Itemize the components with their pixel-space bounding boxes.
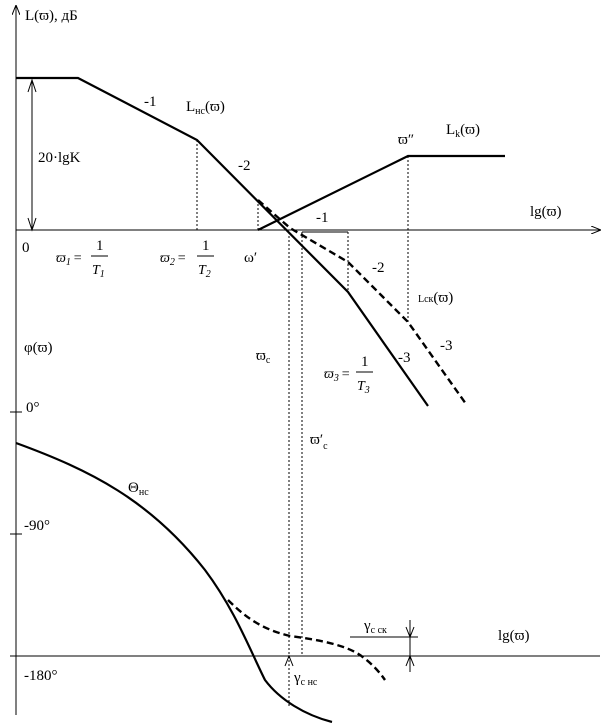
svg-text:T3: T3 (357, 379, 370, 396)
w-prime-label: ω′ (244, 250, 257, 266)
svg-text:1: 1 (202, 238, 210, 254)
lck-label: Lск(ϖ) (418, 290, 453, 306)
phase-tick-180-label: -180° (24, 668, 58, 684)
magnitude-x-label: lg(ϖ) (530, 204, 562, 220)
slope-lnc-1: -1 (144, 94, 157, 110)
theta-nc-label: Θнс (128, 480, 149, 498)
w3-formula: ϖ3= 1 T3 (324, 354, 373, 396)
phase-tick-0-label: 0° (26, 400, 40, 416)
svg-text:ϖ2=: ϖ2= (160, 251, 186, 268)
theta-ck-dashed-curve (227, 599, 386, 681)
svg-text:T1: T1 (92, 263, 105, 280)
gamma-nc-label: γс нс (293, 670, 318, 688)
lnc-label: Lнс(ϖ) (186, 99, 225, 117)
gamma-ck-arrow-top (405, 626, 415, 639)
w1-formula: ϖ1= 1 T1 (56, 238, 108, 280)
theta-nc-curve (15, 441, 333, 723)
svg-text:ϖ1=: ϖ1= (56, 251, 82, 268)
svg-text:1: 1 (361, 354, 369, 370)
wc-prime-label: ϖ′c (310, 432, 328, 452)
slope-lnc-3: -3 (398, 350, 411, 366)
svg-text:ϖ3=: ϖ3= (324, 367, 350, 384)
phase-y-label: φ(ϖ) (24, 340, 53, 356)
wc-label: ϖc (256, 348, 271, 366)
w2-formula: ϖ2= 1 T2 (160, 238, 214, 280)
svg-text:1: 1 (96, 238, 104, 254)
gamma-ck-arrow-bottom (405, 654, 415, 667)
lck-dashed-curve (257, 199, 467, 405)
magnitude-y-label: L(ϖ), дБ (25, 8, 78, 24)
gain-label: 20·lgK (38, 150, 81, 166)
gamma-nc-arrow-top (284, 654, 294, 667)
origin-label: 0 (22, 240, 30, 256)
gain-arrow-bottom (27, 217, 37, 232)
slope-lck-1: -1 (316, 210, 329, 226)
lk-label: Lk(ϖ) (446, 122, 480, 140)
slope-lck-3: -3 (440, 338, 453, 354)
lk-correction-curve (257, 154, 505, 231)
phase-x-label: lg(ϖ) (498, 628, 530, 644)
gamma-ck-label: γс ск (363, 618, 387, 636)
slope-lnc-2: -2 (238, 158, 251, 174)
w-double-prime-label: ϖ″ (398, 132, 414, 148)
slope-lck-2: -2 (372, 260, 385, 276)
phase-tick-90-label: -90° (24, 518, 50, 534)
svg-text:T2: T2 (198, 263, 211, 280)
gain-arrow-top (27, 78, 37, 93)
